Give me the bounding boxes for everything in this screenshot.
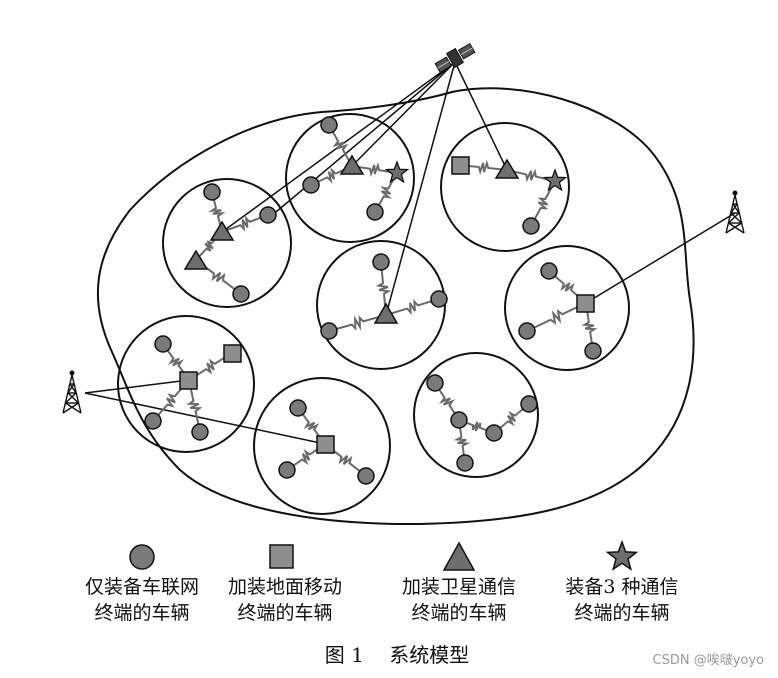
watermark: CSDN @唉啵yoyo: [653, 652, 765, 668]
cell: [440, 122, 570, 252]
vehicle-circle: [320, 322, 338, 340]
figure-caption: 图 1 系统模型: [325, 643, 470, 667]
vehicle-circle: [203, 183, 221, 201]
wireless-link: [162, 343, 190, 381]
wireless-link: [195, 231, 223, 261]
short-range-links: [152, 124, 598, 477]
vehicles-v2x-only: [144, 116, 602, 485]
legend-square-icon: [269, 544, 294, 569]
wireless-link: [152, 379, 190, 422]
vehicle-triangle: [183, 249, 209, 270]
vehicle-circle: [522, 217, 540, 235]
vehicle-triangle: [494, 158, 520, 179]
wireless-link: [208, 191, 226, 233]
wireless-link: [195, 259, 242, 295]
vehicle-circle: [259, 206, 277, 224]
wireless-link: [221, 214, 269, 233]
legend-triangle-icon: [442, 541, 476, 571]
coverage-region: [96, 87, 695, 526]
vehicle-circle: [540, 262, 558, 280]
vehicle-circle: [430, 290, 448, 308]
vehicle-square: [576, 294, 595, 313]
legend-label: 终端的车辆: [94, 602, 189, 624]
vehicle-circle: [485, 424, 503, 442]
vehicle-circle: [278, 461, 296, 479]
wireless-link: [324, 443, 367, 477]
legend-label: 终端的车辆: [574, 602, 669, 624]
wireless-link: [548, 270, 587, 304]
wireless-link: [530, 180, 556, 227]
tower-icon: [62, 370, 82, 414]
legend-circle-icon: [129, 544, 155, 570]
wireless-link: [581, 302, 598, 352]
wireless-link: [526, 302, 587, 332]
cell: [504, 245, 630, 371]
vehicle-circle: [302, 176, 320, 194]
wireless-link: [434, 382, 460, 421]
vehicles-satellite: [183, 154, 520, 324]
vehicle-square: [223, 344, 242, 363]
legend-label: 终端的车辆: [411, 602, 506, 624]
legend: 仅装备车联网 终端的车辆 加装地面移动 终端的车辆 加装卫星通信 终端的车辆 装…: [85, 539, 679, 624]
vehicle-circle: [518, 322, 536, 340]
vehicle-circle: [144, 412, 162, 430]
cell: [162, 178, 292, 308]
legend-label: 终端的车辆: [237, 602, 332, 624]
vehicle-circle: [372, 253, 390, 271]
wireless-link: [351, 162, 398, 177]
wireless-link: [328, 314, 387, 332]
vehicle-circle: [320, 116, 338, 134]
legend-star-icon: [605, 539, 639, 571]
vehicle-circle: [450, 411, 468, 429]
cell: [117, 315, 255, 453]
vehicle-circle: [584, 342, 602, 360]
cell: [413, 352, 539, 478]
vehicle-triangle: [373, 302, 399, 324]
cells: [117, 113, 630, 515]
satellite-icon: [434, 42, 476, 74]
vehicle-triangle: [209, 220, 235, 241]
cell: [253, 377, 391, 515]
wireless-link: [459, 159, 508, 176]
wireless-link: [188, 352, 233, 381]
wireless-link: [186, 379, 203, 433]
vehicle-square: [451, 156, 470, 175]
wireless-link: [286, 443, 326, 471]
wireless-link: [506, 168, 556, 183]
vehicle-square: [316, 435, 335, 454]
vehicle-circle: [232, 285, 250, 303]
vehicle-star: [542, 168, 568, 192]
vehicle-square: [179, 371, 198, 390]
tower-icon: [725, 190, 745, 234]
vehicle-circle: [154, 335, 172, 353]
vehicles-ground-mobile: [179, 156, 595, 454]
vehicle-circle: [366, 203, 384, 221]
vehicle-circle: [520, 395, 538, 413]
wireless-link: [493, 403, 530, 434]
vehicle-circle: [426, 374, 444, 392]
wireless-link: [453, 419, 471, 464]
vehicle-circle: [357, 467, 375, 485]
wireless-link: [310, 165, 353, 186]
vehicle-circle: [191, 423, 209, 441]
wireless-link: [374, 172, 398, 213]
wireless-link: [385, 298, 440, 316]
wireless-link: [375, 261, 392, 316]
vehicle-triangle: [339, 154, 365, 175]
wireless-link: [297, 407, 326, 445]
wireless-link: [458, 419, 495, 434]
legend-label: 加装地面移动: [228, 576, 342, 598]
vehicle-circle: [456, 454, 474, 472]
legend-label: 装备3 种通信: [565, 576, 678, 598]
cell: [285, 113, 415, 243]
vehicle-circle: [289, 399, 307, 417]
vehicles-all-three: [384, 160, 568, 192]
legend-label: 仅装备车联网: [85, 576, 199, 598]
legend-label: 加装卫星通信: [402, 576, 516, 598]
wireless-link: [328, 124, 353, 167]
vehicle-star: [384, 160, 410, 184]
